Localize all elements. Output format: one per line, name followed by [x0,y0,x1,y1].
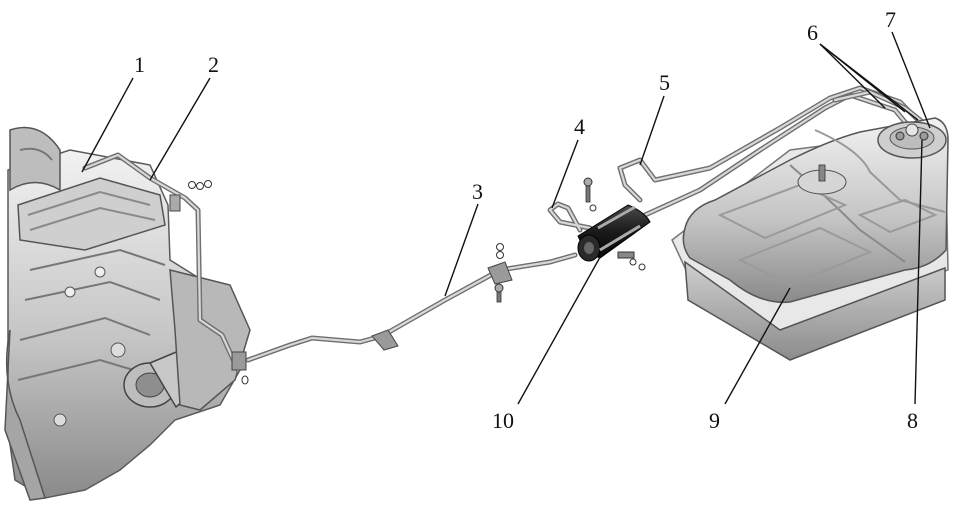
callout-6: 6 [807,20,818,45]
leader-6a [819,43,886,109]
leader-1 [81,77,134,173]
leader-8 [914,139,923,405]
callout-1: 1 [134,52,145,77]
callout-labels: 1 2 3 4 5 6 7 8 9 10 [134,7,918,433]
callout-7: 7 [885,7,896,32]
callout-8: 8 [907,408,918,433]
leader-6c [819,43,919,121]
engine [4,126,251,501]
leader-3 [444,203,479,297]
leader-5 [639,95,665,166]
leader-10 [517,249,605,405]
fuel-filter [577,204,651,262]
callout-10: 10 [492,408,514,433]
leader-lines [81,31,931,405]
line-brackets [169,177,646,385]
callout-5: 5 [659,70,670,95]
leader-9 [724,287,791,405]
leader-4 [551,139,579,209]
fuel-tank [671,117,949,361]
callout-2: 2 [208,52,219,77]
callout-9: 9 [709,408,720,433]
callout-4: 4 [574,114,585,139]
leader-7 [891,31,931,129]
callout-3: 3 [472,179,483,204]
leader-2 [149,77,211,181]
